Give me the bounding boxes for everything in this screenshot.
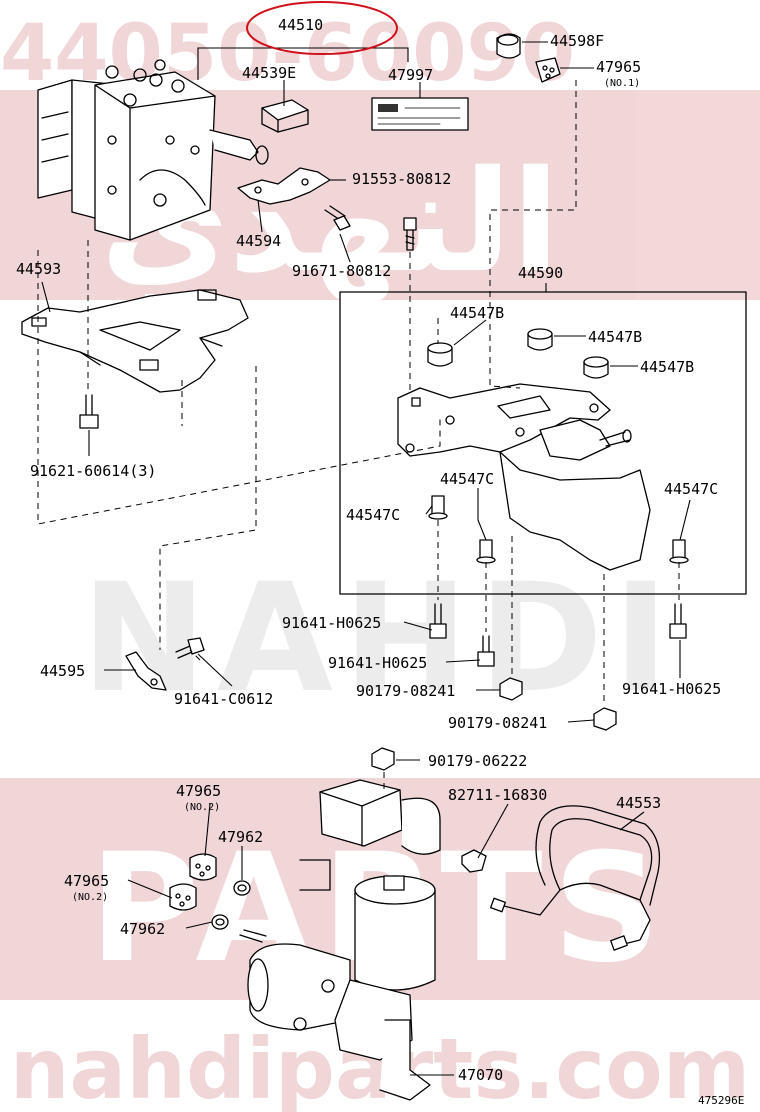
- leader-44510: [197, 47, 409, 80]
- label-91671: 91671-80812: [292, 262, 391, 280]
- leader-47962-b: [185, 921, 213, 929]
- leader-44594: [257, 199, 263, 233]
- leader-91641-C: [197, 653, 233, 687]
- leader-44547B-1: [453, 319, 487, 346]
- label-47965-top-note: (NO.1): [604, 78, 640, 89]
- label-47070: 47070: [458, 1066, 503, 1084]
- label-91641-C: 91641-C0612: [174, 690, 273, 708]
- collar-44547C-2: [476, 539, 496, 564]
- leader-91641-1: [403, 621, 433, 631]
- label-91621: 91621-60614(3): [30, 462, 156, 480]
- grommet-47965-no2-b: [169, 883, 197, 911]
- label-44547B-1: 44547B: [450, 304, 504, 322]
- collar-44547C-3: [669, 539, 689, 564]
- leader-44547C-1: [425, 505, 433, 515]
- label-91641-3: 91641-H0625: [622, 680, 721, 698]
- leader-82711: [477, 803, 509, 859]
- label-47965-b: 47965: [64, 872, 109, 890]
- bushing-44547B-3: [583, 356, 609, 379]
- grommet-47965-no2-a: [189, 853, 217, 881]
- bushing-44547B-1: [427, 342, 453, 367]
- label-47965-top: 47965: [596, 58, 641, 76]
- bushing-44547B-2: [527, 328, 553, 351]
- label-91553: 91553-80812: [352, 170, 451, 188]
- label-44553: 44553: [616, 794, 661, 812]
- leader-91641-2: [445, 659, 481, 663]
- label-47997: 47997: [388, 66, 433, 84]
- collar-44547C-1: [428, 495, 448, 520]
- ring-47962-b: [211, 914, 229, 930]
- bracket-44593: [21, 289, 249, 393]
- grommet-44598F: [496, 33, 521, 59]
- label-47965-b-note: (NO.2): [72, 892, 108, 903]
- bolt-91641-H0625-2: [477, 635, 495, 667]
- leader-44593: [41, 281, 51, 313]
- bolt-91553: [403, 217, 417, 251]
- highlight-ellipse: [246, 1, 398, 55]
- label-44539E: 44539E: [242, 64, 296, 82]
- bolt-91671: [324, 205, 351, 231]
- label-47965-a: 47965: [176, 782, 221, 800]
- relay-44539E: [261, 99, 309, 133]
- pump-motor-47070: [239, 779, 441, 1101]
- bracket-assembly-44590: [397, 383, 651, 571]
- leader-44553: [619, 811, 645, 831]
- leader-47965-a: [204, 803, 211, 857]
- label-44598F: 44598F: [550, 32, 604, 50]
- group-box-44590: [339, 291, 747, 595]
- label-plate-47997: [371, 97, 469, 131]
- bolt-91641-C0612: [175, 637, 205, 659]
- label-90179-2: 90179-08241: [448, 714, 547, 732]
- nut-90179-08241-2: [593, 707, 617, 731]
- label-90179-1: 90179-08241: [356, 682, 455, 700]
- figure-code: 475296E: [698, 1094, 744, 1107]
- label-47962-b: 47962: [120, 920, 165, 938]
- bolt-91621: [79, 394, 99, 429]
- leader-44547C-2: [477, 488, 487, 541]
- label-44590: 44590: [518, 264, 563, 282]
- tube-44553: [490, 805, 661, 951]
- abs-actuator-block: [37, 59, 269, 241]
- part-labels: 44510 44539E 47997 44598F 47965 (NO.1) 9…: [16, 16, 744, 1107]
- leader-91671: [339, 233, 351, 263]
- label-44547C-1: 44547C: [346, 506, 400, 524]
- leader-90179-2: [567, 719, 595, 723]
- label-44595: 44595: [40, 662, 85, 680]
- label-44547B-2: 44547B: [588, 328, 642, 346]
- label-91641-1: 91641-H0625: [282, 614, 381, 632]
- label-44547B-3: 44547B: [640, 358, 694, 376]
- label-90179-3: 90179-06222: [428, 752, 527, 770]
- nut-90179-06222: [371, 747, 395, 771]
- label-44547C-2: 44547C: [440, 470, 494, 488]
- grommet-47965-no1: [535, 57, 561, 83]
- leader-47965-b: [127, 879, 173, 899]
- bolt-91641-H0625-1: [429, 603, 447, 639]
- label-47965-a-note: (NO.2): [184, 802, 220, 813]
- label-44547C-3: 44547C: [664, 480, 718, 498]
- bracket-44595: [125, 651, 167, 691]
- label-91641-2: 91641-H0625: [328, 654, 427, 672]
- watermark-brand: NAHDI: [81, 552, 679, 726]
- label-44594: 44594: [236, 232, 281, 250]
- nut-90179-08241-1: [499, 677, 523, 701]
- label-47962-a: 47962: [218, 828, 263, 846]
- label-44593: 44593: [16, 260, 61, 278]
- dashed-guides: [37, 80, 680, 790]
- ring-47962-a: [233, 880, 251, 896]
- leader-44547C-3: [679, 499, 691, 541]
- label-82711: 82711-16830: [448, 786, 547, 804]
- label-44510: 44510: [278, 16, 323, 34]
- bolt-91641-H0625-3: [669, 603, 687, 639]
